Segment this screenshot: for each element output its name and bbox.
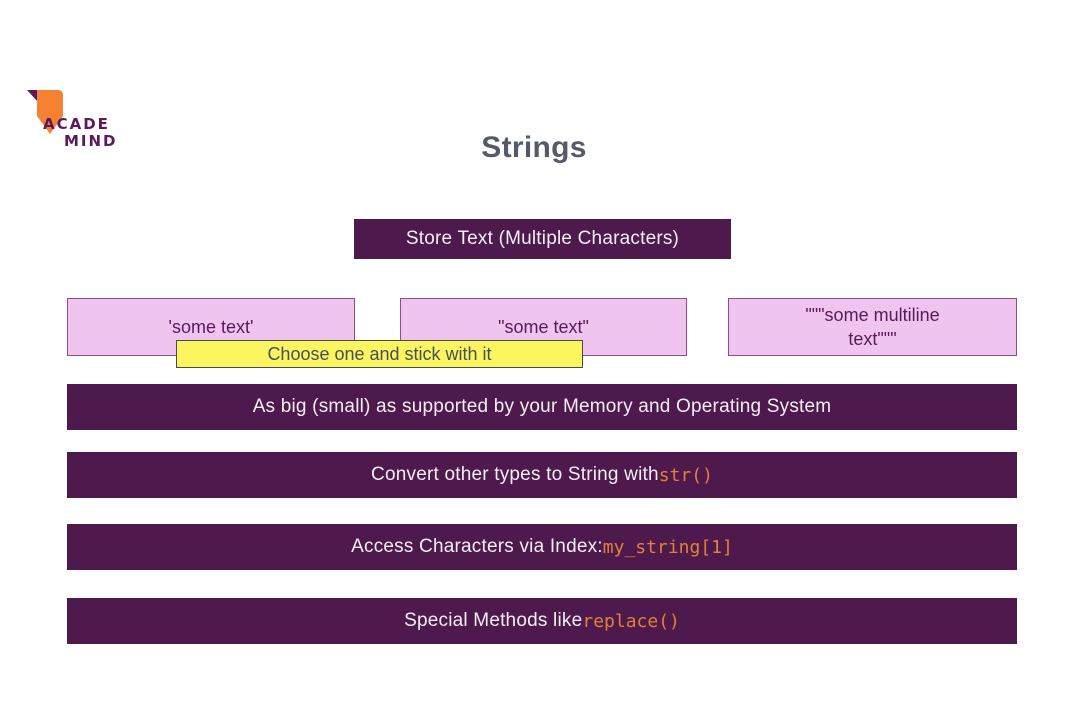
quote-style-label-single: 'some text'	[168, 317, 254, 337]
feature-bar-special-methods: Special Methods like replace()	[67, 598, 1017, 644]
feature-bar-text-memory-size: As big (small) as supported by your Memo…	[252, 396, 832, 417]
quote-style-box-triple: """some multiline text"""	[728, 298, 1017, 356]
feature-bar-code-access-by-index: my_string[1]	[602, 536, 733, 558]
logo-wordmark: ACADE MIND	[43, 116, 118, 150]
feature-bar-access-by-index: Access Characters via Index: my_string[1…	[67, 524, 1017, 570]
feature-bar-code-convert-to-string: str()	[658, 464, 713, 486]
quote-style-label-triple-line-1: """some multiline	[805, 305, 940, 325]
feature-bar-text-access-by-index: Access Characters via Index:	[351, 536, 603, 557]
feature-bar-memory-size: As big (small) as supported by your Memo…	[67, 384, 1017, 430]
headline-bar-label: Store Text (Multiple Characters)	[405, 228, 680, 249]
feature-bar-text-convert-to-string: Convert other types to String with	[371, 464, 659, 485]
feature-bar-code-special-methods: replace()	[582, 610, 680, 632]
feature-bar-text-special-methods: Special Methods like	[404, 610, 583, 631]
page-title: Strings	[481, 131, 587, 164]
academind-logo: ACADE MIND	[24, 88, 154, 150]
quote-style-label-double: "some text"	[498, 317, 589, 337]
callout-note-choose-one: Choose one and stick with it	[176, 340, 583, 368]
logo-wordmark-line-2: MIND	[64, 132, 118, 150]
quote-style-label-triple: """some multiline text"""	[805, 303, 939, 351]
quote-style-label-triple-line-2: text"""	[848, 329, 897, 349]
callout-note-label: Choose one and stick with it	[267, 343, 492, 364]
bookmark-flag-icon	[27, 90, 63, 134]
feature-bar-convert-to-string: Convert other types to String with str()	[67, 452, 1017, 498]
logo-wordmark-line-1: ACADE	[43, 115, 110, 133]
headline-bar-store-text: Store Text (Multiple Characters)	[354, 219, 731, 259]
